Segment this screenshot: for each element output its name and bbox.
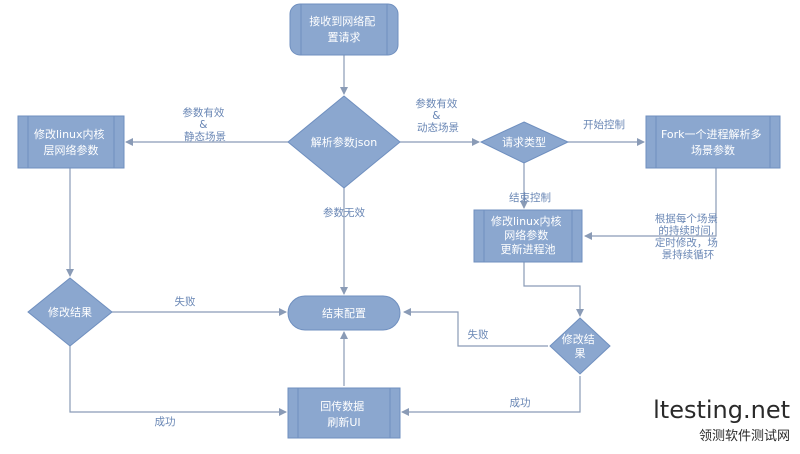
edge-label-start-control: 开始控制	[583, 118, 625, 131]
node-end: 结束配置	[287, 295, 401, 331]
edge-label-line: 参数无效	[323, 206, 365, 219]
edge-label-line: 根据每个场景	[655, 212, 718, 225]
watermark-site: ltesting.net	[653, 396, 790, 424]
modify-kernel-label-line: 修改linux内核	[34, 127, 105, 141]
modify-kernel-label: 修改linux内核 层网络参数	[34, 127, 108, 157]
result-right-diamond	[549, 317, 611, 375]
edge-label-invalid: 参数无效	[323, 206, 365, 219]
node-modify-update: 修改linux内核 网络参数 更新进程池	[473, 209, 583, 263]
fork-label: Fork一个进程解析多 场景参数	[661, 127, 765, 157]
fork-label-line: Fork一个进程解析多	[661, 127, 762, 141]
edge-label-line: 参数有效	[415, 97, 457, 110]
edge-result-right-to-callback	[401, 376, 581, 416]
edge-label-line: &	[432, 110, 440, 122]
result-right-label-line: 修改结	[562, 332, 595, 346]
callback-label-line: 回传数据	[320, 399, 364, 413]
edge-label-line: 静态场景	[184, 130, 226, 143]
edge-label-fail-right: 失败	[468, 328, 489, 341]
edge-label-line: 的持续时间,	[658, 224, 714, 237]
node-callback: 回传数据 刷新UI	[287, 387, 401, 439]
end-label: 结束配置	[322, 307, 366, 320]
edge-update-to-result-right	[523, 262, 584, 317]
end-label-line: 结束配置	[322, 307, 366, 320]
modify-kernel-shape	[17, 115, 125, 169]
parse-label-line: 解析参数json	[311, 135, 378, 149]
watermark-name: 领测软件测试网	[699, 429, 790, 444]
edge-label-line: 定时修改，场	[655, 236, 718, 249]
edges	[66, 55, 717, 416]
start-shape	[289, 3, 399, 56]
edge-label-line: 动态场景	[417, 121, 459, 134]
modify-kernel-label-line: 层网络参数	[44, 143, 99, 157]
edge-label-success-left: 成功	[155, 416, 176, 428]
edge-result-left-to-callback	[69, 346, 287, 416]
edge-label-line: 开始控制	[583, 118, 625, 131]
fork-label-line: 场景参数	[691, 143, 735, 157]
fork-shape	[645, 115, 781, 169]
node-modify-kernel: 修改linux内核 层网络参数	[17, 115, 125, 169]
edge-label-valid-dynamic: 参数有效 & 动态场景	[415, 97, 460, 134]
parse-diamond	[287, 95, 401, 189]
edge-label-end-control: 结束控制	[509, 191, 551, 204]
node-fork: Fork一个进程解析多 场景参数	[645, 115, 781, 169]
edge-label-line: 失败	[175, 295, 196, 308]
request-type-diamond	[479, 121, 570, 164]
request-type-label: 请求类型	[502, 135, 546, 149]
callback-label: 回传数据 刷新UI	[320, 399, 368, 429]
result-right-label-line: 果	[575, 347, 586, 360]
callback-shape	[287, 387, 401, 439]
edge-label-line: 成功	[510, 397, 531, 409]
modify-update-label: 修改linux内核 网络参数 更新进程池	[491, 214, 565, 256]
edge-label-valid-static: 参数有效 & 静态场景	[182, 106, 227, 143]
node-result-left: 修改结果	[27, 277, 113, 347]
edge-label-line: 成功	[155, 416, 176, 428]
callback-label-line: 刷新UI	[327, 415, 360, 429]
result-right-label: 修改结 果	[562, 332, 599, 360]
edge-label-line: &	[199, 119, 207, 131]
result-left-diamond	[27, 277, 113, 347]
edge-label-line: 失败	[468, 328, 489, 341]
start-label-line: 接收到网络配	[309, 14, 375, 28]
edge-result-right-to-end	[403, 308, 548, 347]
edge-label-success-right: 成功	[510, 397, 531, 409]
edge-label-line: 景持续循环	[662, 248, 715, 261]
edge-label-timing-note: 根据每个场景 的持续时间, 定时修改，场 景持续循环	[655, 212, 721, 261]
modify-update-shape	[473, 209, 583, 263]
node-parse: 解析参数json	[287, 95, 401, 189]
start-label: 接收到网络配 置请求	[309, 14, 379, 44]
node-result-right: 修改结 果	[549, 317, 611, 375]
request-type-label-line: 请求类型	[502, 135, 546, 149]
edge-fork-to-update	[584, 168, 717, 240]
edge-label-line: 参数有效	[182, 106, 224, 119]
node-start: 接收到网络配 置请求	[289, 3, 399, 56]
edge-label-line: 结束控制	[509, 191, 551, 204]
start-label-line: 置请求	[328, 31, 361, 44]
end-shape	[287, 295, 401, 331]
parse-label: 解析参数json	[311, 135, 378, 149]
result-left-label: 修改结果	[48, 305, 92, 319]
edge-label-fail-left: 失败	[175, 295, 196, 308]
modify-update-label-line: 更新进程池	[501, 242, 556, 256]
node-request-type: 请求类型	[479, 121, 570, 164]
modify-update-label-line: 网络参数	[504, 228, 548, 242]
modify-update-label-line: 修改linux内核	[491, 214, 562, 228]
result-left-label-line: 修改结果	[48, 305, 92, 319]
